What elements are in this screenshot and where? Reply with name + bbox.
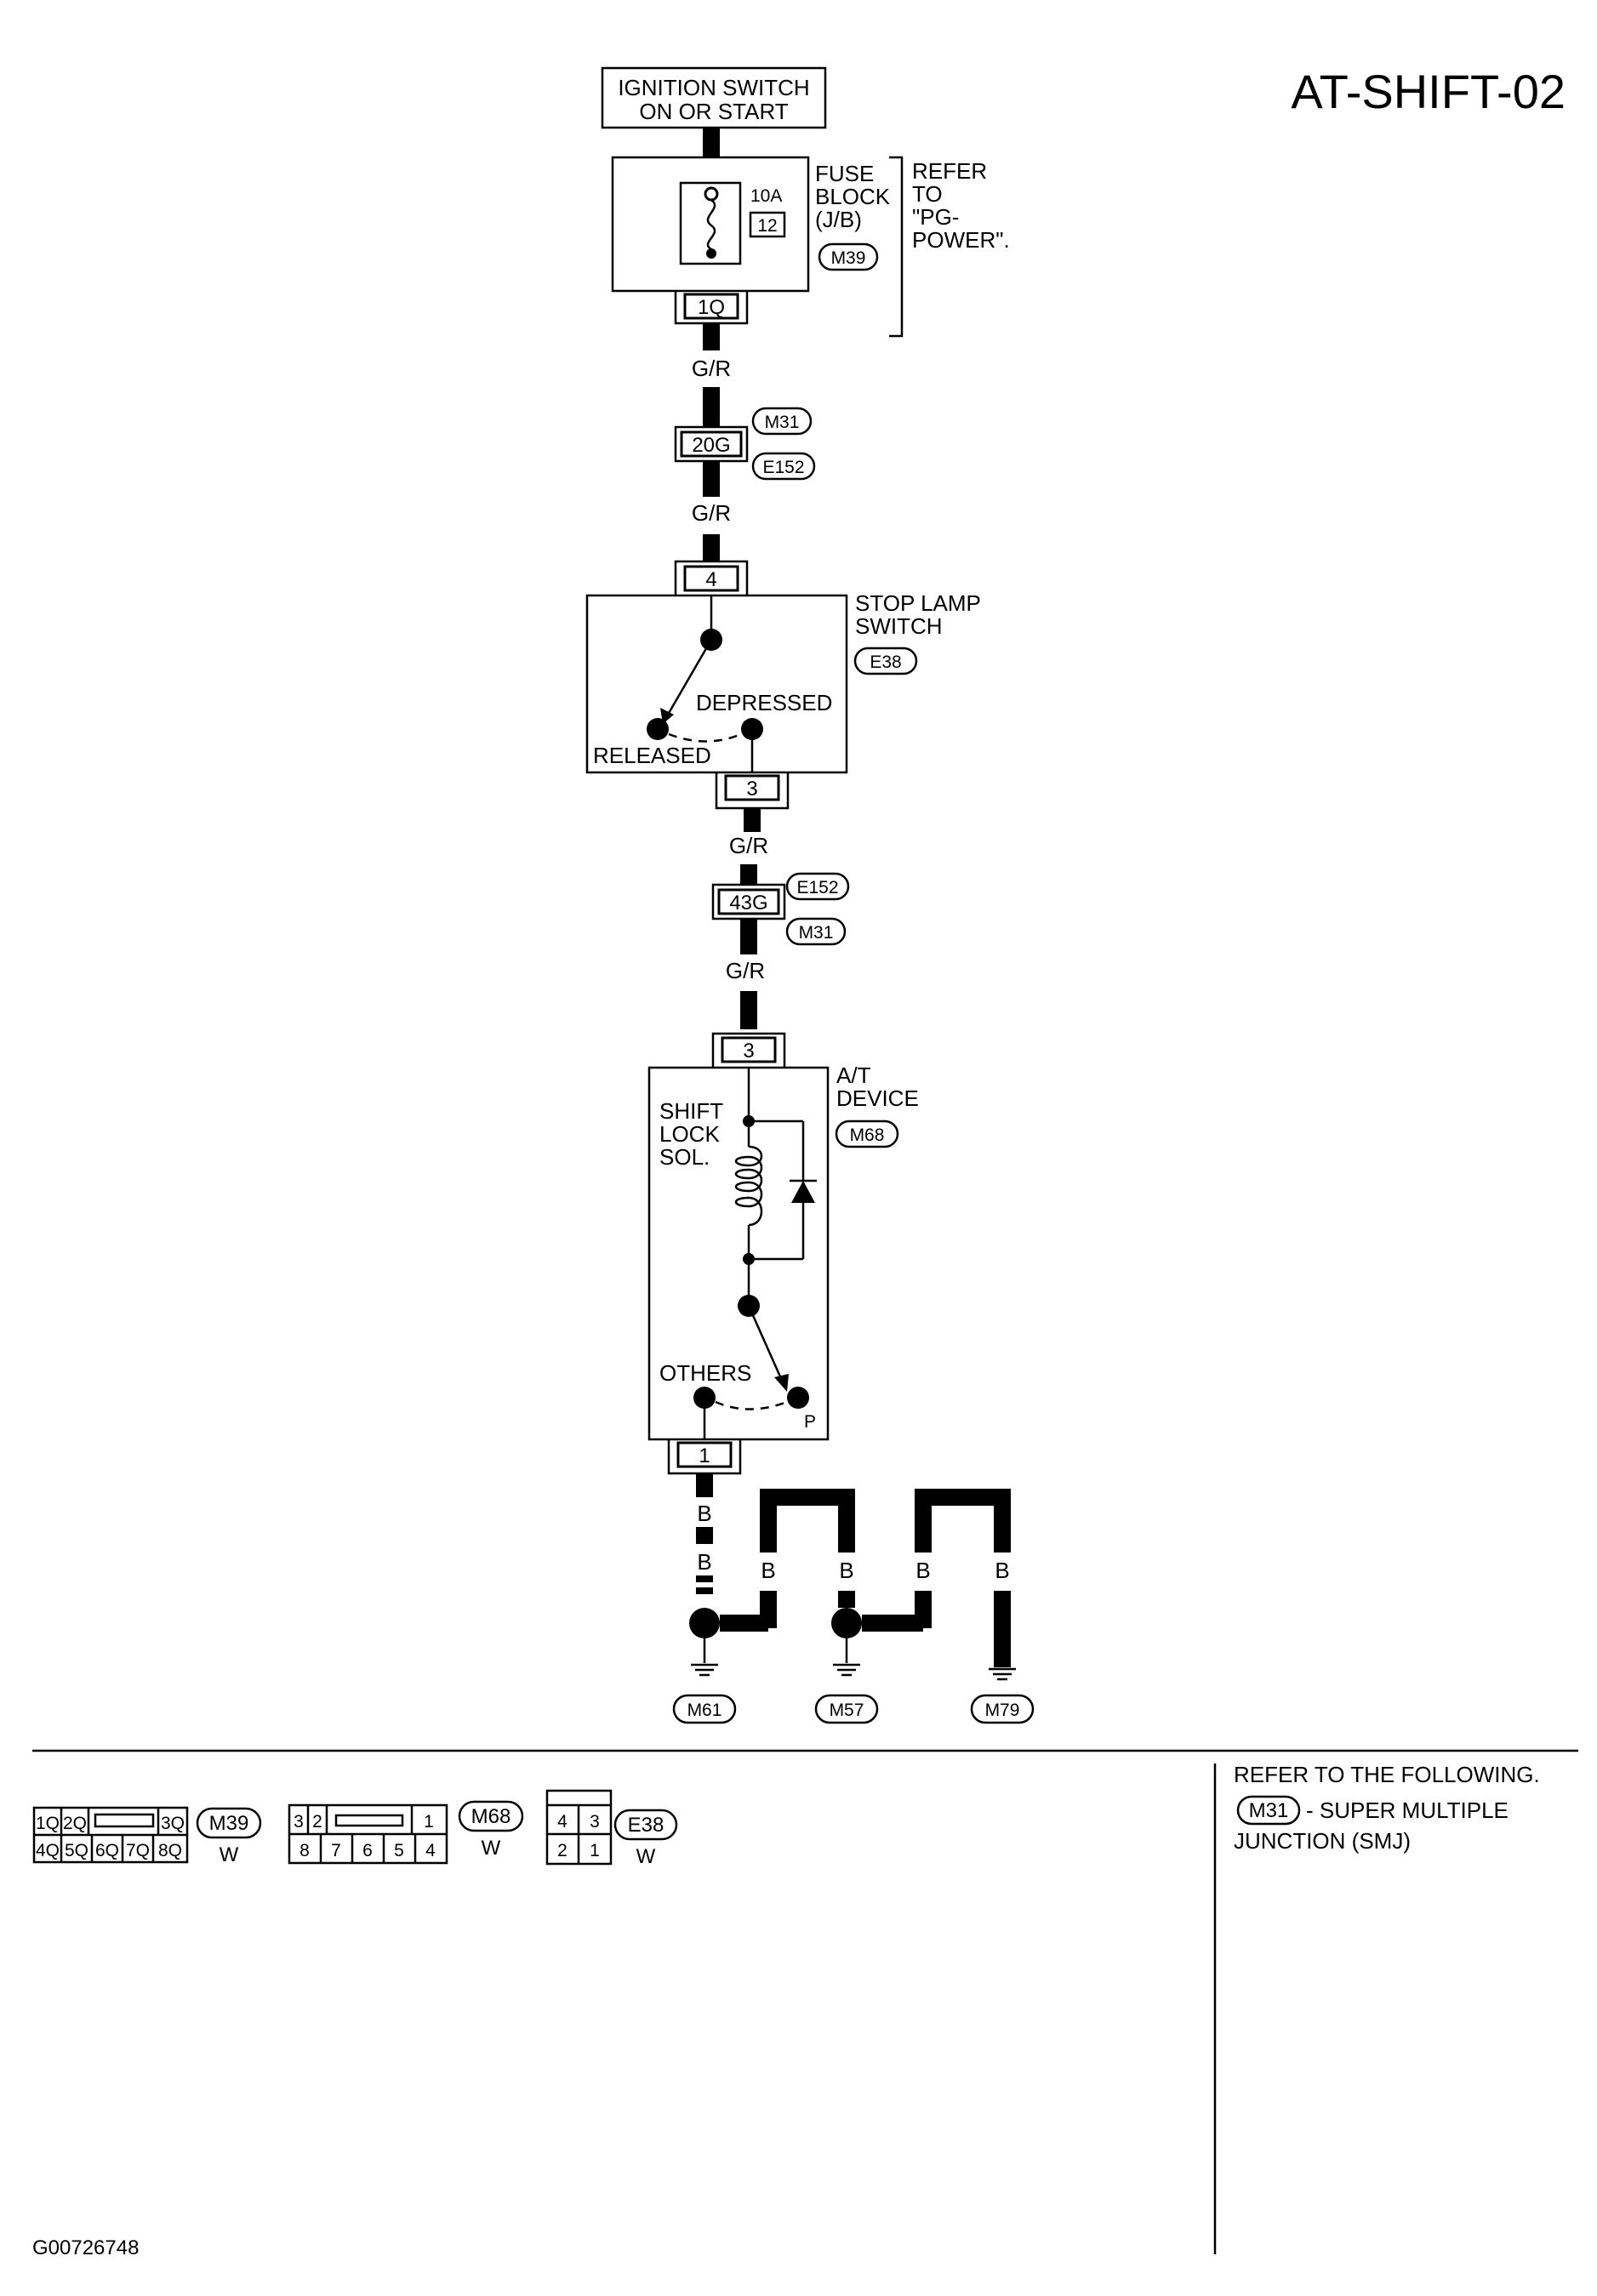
joint-2-connector-b: M31 [799,923,834,943]
joint-1-connector-b: E152 [762,458,804,477]
at-device-connector-id: M68 [850,1125,885,1145]
m68-pin-4: 4 [425,1841,436,1860]
m39-pin-6q: 6Q [95,1841,119,1860]
e38-color: W [636,1845,656,1868]
ground-wire-label-3: B [761,1558,775,1583]
m39-color: W [220,1843,239,1866]
wire-color-label-4: G/R [726,958,765,983]
at-device [647,1066,830,1441]
m68-pin-1: 1 [424,1812,434,1832]
ground-wiring [689,1473,1011,1667]
m39-pin-3q: 3Q [161,1814,185,1833]
figure-id: G00726748 [32,2236,139,2259]
state-depressed: DEPRESSED [696,690,832,715]
refer-note-4: POWER". [912,227,1010,253]
fuse-element-icon [706,198,716,251]
refer-bracket [889,156,904,338]
solenoid-label-1: SHIFT [659,1098,723,1124]
connector-view-m39: 1Q 2Q 3Q 4Q 5Q 6Q 7Q 8Q M39 W [32,1806,262,1866]
m68-pin-2: 2 [312,1812,322,1832]
ground-wire-label-5: B [915,1558,930,1583]
joint-2-terminal: 43G [729,892,767,914]
at-device-terminal-out: 1 [699,1444,710,1467]
state-released: RELEASED [593,743,711,768]
fuse-terminal-1q [683,293,739,320]
m39-pin-7q: 7Q [126,1841,150,1860]
connector-view-e38: 4 3 2 1 E38 W [545,1789,678,1868]
stop-lamp-terminal-out: 3 [746,778,757,800]
fuse-terminal-label: 1Q [698,296,725,319]
joint-1-connector-a: M31 [765,413,800,432]
m39-pin-1q: 1Q [36,1814,60,1833]
diode-icon [791,1181,815,1203]
ground-wire-label-1: B [697,1501,711,1526]
joint-1-terminal: 20G [692,434,730,457]
ground-m61: M61 [687,1701,722,1720]
at-device-label-1: A/T [836,1063,871,1088]
refer-following-heading: REFER TO THE FOLLOWING. [1234,1762,1540,1787]
fuse-block-label-2: BLOCK [815,184,891,209]
m39-pin-4q: 4Q [36,1841,60,1860]
at-device-terminal-in: 3 [743,1040,754,1063]
ground-wire-label-2: B [697,1549,711,1575]
power-source-line1: IGNITION SWITCH [618,75,809,100]
e38-pin-4: 4 [557,1812,568,1832]
e38-pin-1: 1 [590,1841,600,1860]
stop-lamp-connector-id: E38 [870,652,901,672]
refer-following-connector: M31 [1249,1799,1289,1822]
ground-symbol-icon [691,1663,1016,1681]
solenoid-label-2: LOCK [659,1121,720,1147]
m39-pin-5q: 5Q [65,1841,88,1860]
fuse-number: 12 [757,216,777,236]
wire-color-label-1: G/R [692,356,731,381]
m68-pin-3: 3 [294,1812,304,1832]
fuse-rating: 10A [750,186,782,206]
joint-2-connector-a: E152 [796,878,838,897]
ground-wire-label-6: B [995,1558,1009,1583]
fuse-block-label-1: FUSE [815,161,874,186]
refer-note-3: "PG- [912,204,959,230]
ignition-switch-box: IGNITION SWITCH ON OR START [601,66,827,129]
refer-note-2: TO [912,181,943,207]
solenoid-label-3: SOL. [659,1144,710,1170]
fuse-block-connector-pill [818,242,879,271]
ground-m57: M57 [830,1701,864,1720]
switch-others-label: OTHERS [659,1360,751,1386]
power-source-line2: ON OR START [639,99,788,124]
connector-view-m68: 3 2 1 8 7 6 5 4 M68 W [288,1800,524,1865]
e38-pin-3: 3 [590,1812,600,1832]
wire-color-label-3: G/R [729,833,768,858]
m68-pin-8: 8 [299,1841,310,1860]
e38-pin-2: 2 [557,1841,568,1860]
fuse-block: 10A 12 [611,156,810,293]
refer-following-line2: JUNCTION (SMJ) [1234,1828,1411,1854]
switch-p-label: P [804,1412,816,1432]
m68-pin-6: 6 [362,1841,373,1860]
ground-m79: M79 [985,1701,1020,1720]
joint-connector-20g: 20G [674,425,749,463]
m39-id: M39 [209,1812,249,1835]
joint-connector-43g: 43G [711,883,786,920]
e38-id: E38 [628,1814,664,1837]
solenoid-coil-icon [734,1145,763,1227]
stop-lamp-label-2: SWITCH [855,613,943,639]
m68-id: M68 [471,1805,511,1828]
refer-following-line1: - SUPER MULTIPLE [1306,1797,1509,1823]
fuse-block-connector-id: M39 [831,248,866,268]
fuse-block-label-3: (J/B) [815,207,862,232]
m68-color: W [482,1837,501,1860]
m68-pin-5: 5 [394,1841,404,1860]
refer-note-1: REFER [912,158,987,184]
wire-color-label-2: G/R [692,500,731,526]
at-device-label-2: DEVICE [836,1085,919,1111]
diagram-title: AT-SHIFT-02 [1291,65,1566,118]
m68-pin-7: 7 [331,1841,341,1860]
stop-lamp-terminal-in: 4 [705,568,716,591]
m39-pin-8q: 8Q [158,1841,182,1860]
stop-lamp-label-1: STOP LAMP [855,590,981,616]
m39-pin-2q: 2Q [63,1814,87,1833]
ground-wire-label-4: B [839,1558,853,1583]
shift-switch-arrow-icon [774,1374,789,1392]
